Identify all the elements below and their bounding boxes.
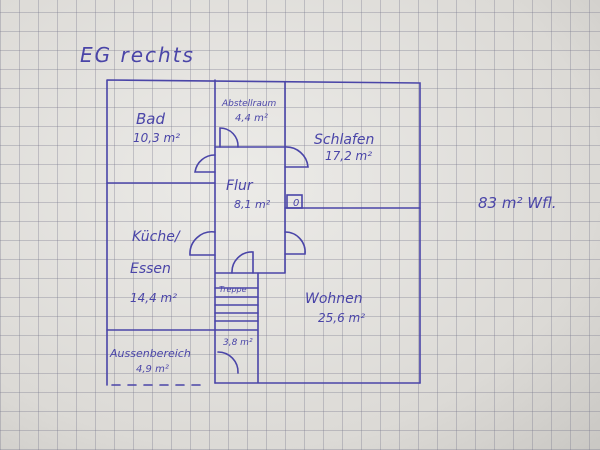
door-abstellraum [219,127,239,148]
walls [106,79,421,386]
room-area: 3,8 m² [223,338,253,348]
plan-title: EG rechts [80,43,195,67]
room-area: 14,4 m² [130,291,177,305]
room-name: Abstellraum [221,99,277,109]
room-area: 4,4 m² [235,113,268,124]
room-name-2: Essen [130,261,171,277]
room-name: Bad [136,110,165,128]
chimney-label: 0 [293,198,299,209]
door-treppe [231,251,254,274]
door-entry [217,351,239,374]
total-area: 83 m² Wfl. [478,194,557,212]
room-area: 8,1 m² [234,198,271,211]
doors [189,127,309,374]
room-name: Treppe [219,285,247,294]
room-name: Flur [226,178,254,194]
room-area: 25,6 m² [318,311,365,325]
door-wohnen [284,231,306,255]
room-area: 4,9 m² [136,364,169,375]
room-name: Wohnen [305,291,363,307]
door-schlafen [284,146,309,168]
room-name: Schlafen [314,132,374,148]
chimney [286,194,303,209]
room-name: Küche/ [132,229,181,245]
door-bad [194,154,216,173]
room-area: 10,3 m² [133,131,180,145]
room-name: Aussenbereich [109,347,191,360]
door-kueche [189,231,216,256]
room-area: 17,2 m² [325,149,372,163]
